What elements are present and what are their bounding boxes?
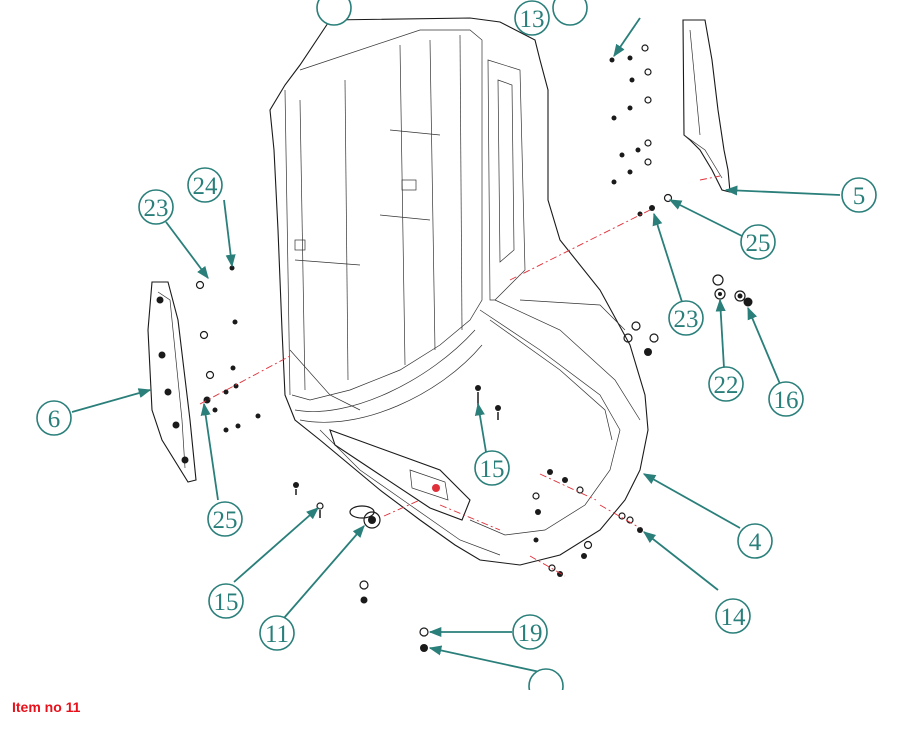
callout-23-left: 23 <box>138 189 174 225</box>
callout-6: 6 <box>36 400 72 436</box>
callout-4: 4 <box>737 523 773 559</box>
callout-24: 24 <box>187 167 223 203</box>
callout-25-left-label: 25 <box>213 507 238 534</box>
callout-15-lower-label: 15 <box>214 589 239 616</box>
callout-partial-bottom <box>528 668 564 690</box>
callout-22: 22 <box>708 366 744 402</box>
callout-4-label: 4 <box>749 529 762 556</box>
callout-15-center-label: 15 <box>480 456 505 483</box>
callout-11: 11 <box>259 615 295 651</box>
trim-panel-6 <box>147 281 197 483</box>
callout-22-label: 22 <box>714 372 739 399</box>
caption-item-no: Item no 11 <box>12 699 81 715</box>
callout-6-label: 6 <box>48 406 61 433</box>
callout-23-right: 23 <box>668 300 704 336</box>
callout-23-left-label: 23 <box>144 195 169 222</box>
callout-5: 5 <box>841 177 877 213</box>
callout-partial-top-right <box>552 0 588 26</box>
callout-23-right-label: 23 <box>674 306 699 333</box>
callout-15-center: 15 <box>474 450 510 486</box>
callout-14-label: 14 <box>721 604 747 631</box>
side-panel-5 <box>682 19 731 193</box>
exploded-parts-diagram: 13 5 23 24 25 23 22 16 6 15 25 4 <box>36 0 877 690</box>
callout-11-label: 11 <box>265 621 289 648</box>
callout-25-left: 25 <box>207 501 243 537</box>
callout-16: 16 <box>768 381 804 417</box>
callout-15-lower: 15 <box>208 583 244 619</box>
callout-19-label: 19 <box>518 620 543 647</box>
leader-lines <box>71 17 841 673</box>
callout-13-label: 13 <box>520 6 545 33</box>
hardware <box>195 44 753 652</box>
seat-body <box>269 17 649 566</box>
callout-19: 19 <box>512 614 548 650</box>
callout-5-label: 5 <box>853 183 866 210</box>
callout-25-right-label: 25 <box>746 230 771 257</box>
callout-13: 13 <box>514 0 550 36</box>
callout-partial-top-left <box>316 0 352 26</box>
callout-24-label: 24 <box>193 173 219 200</box>
callout-25-right: 25 <box>740 224 776 260</box>
callout-14: 14 <box>715 598 751 634</box>
callout-16-label: 16 <box>774 387 799 414</box>
